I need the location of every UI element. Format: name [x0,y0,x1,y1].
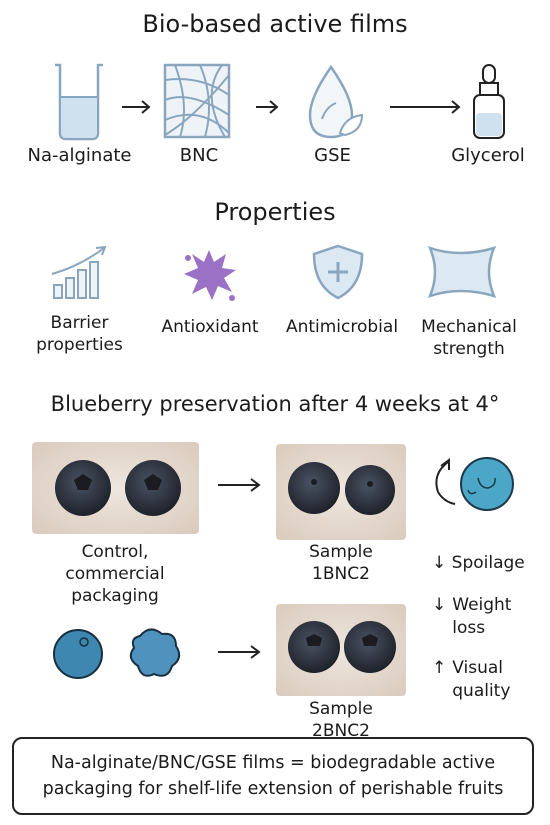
sample-2bnc2-label: Sample 2BNC2 [283,698,399,742]
spoilage-cycle-icon [435,457,514,511]
decrease-arrow-icon: ↓ [432,595,447,615]
component-label: GSE [314,145,351,166]
preservation-title: Blueberry preservation after 4 weeks at … [50,392,500,416]
decrease-arrow-icon: ↓ [432,553,447,573]
sample-1bnc2-photo [276,444,406,540]
component-label: Na-alginate [27,145,132,166]
arrow-icon [218,645,261,659]
blueberry-icon [53,629,103,679]
property-label: Antimicrobial [285,317,399,337]
sample-1bnc2-label: Sample 1BNC2 [309,542,373,584]
components-row [55,63,505,141]
page-title: Bio-based active films [142,10,408,38]
control-label: Control, commercial packaging [65,542,165,606]
arrow-icon [122,100,151,114]
conclusion-box: Na-alginate/BNC/GSE films = biodegradabl… [12,737,534,815]
arrow-icon [390,100,461,114]
beaker-icon [55,63,103,141]
shriveled-blueberry-icon [129,628,181,677]
properties-icons [51,244,497,301]
component-label: Glycerol [451,145,525,166]
bar-chart-icon [51,245,107,299]
drop-leaf-icon [308,64,364,139]
effect-weight-loss: ↓ Weight loss [432,595,512,638]
effect-visual-quality: ↑ Visual quality [432,658,511,701]
control-photo [32,442,199,534]
dropper-bottle-icon [473,64,505,139]
arrow-icon [256,100,279,114]
properties-title: Properties [214,198,336,226]
preservation-figure [32,442,514,696]
component-label: BNC [179,145,219,166]
sample-2bnc2-photo [276,604,406,696]
property-label: Antioxidant [161,317,259,337]
increase-arrow-icon: ↑ [432,658,447,678]
property-label: Barrier properties [36,313,123,355]
effect-spoilage: ↓ Spoilage [432,553,525,573]
arrow-icon [218,478,261,492]
conclusion-line: Na-alginate/BNC/GSE films = biodegradabl… [50,753,496,773]
fiber-mesh-icon [163,63,231,139]
conclusion-line: packaging for shelf-life extension of pe… [42,779,504,799]
stretched-film-icon [427,245,497,299]
shield-plus-icon [312,244,364,300]
splat-icon [184,250,236,301]
property-label: Mechanical strength [421,317,517,359]
